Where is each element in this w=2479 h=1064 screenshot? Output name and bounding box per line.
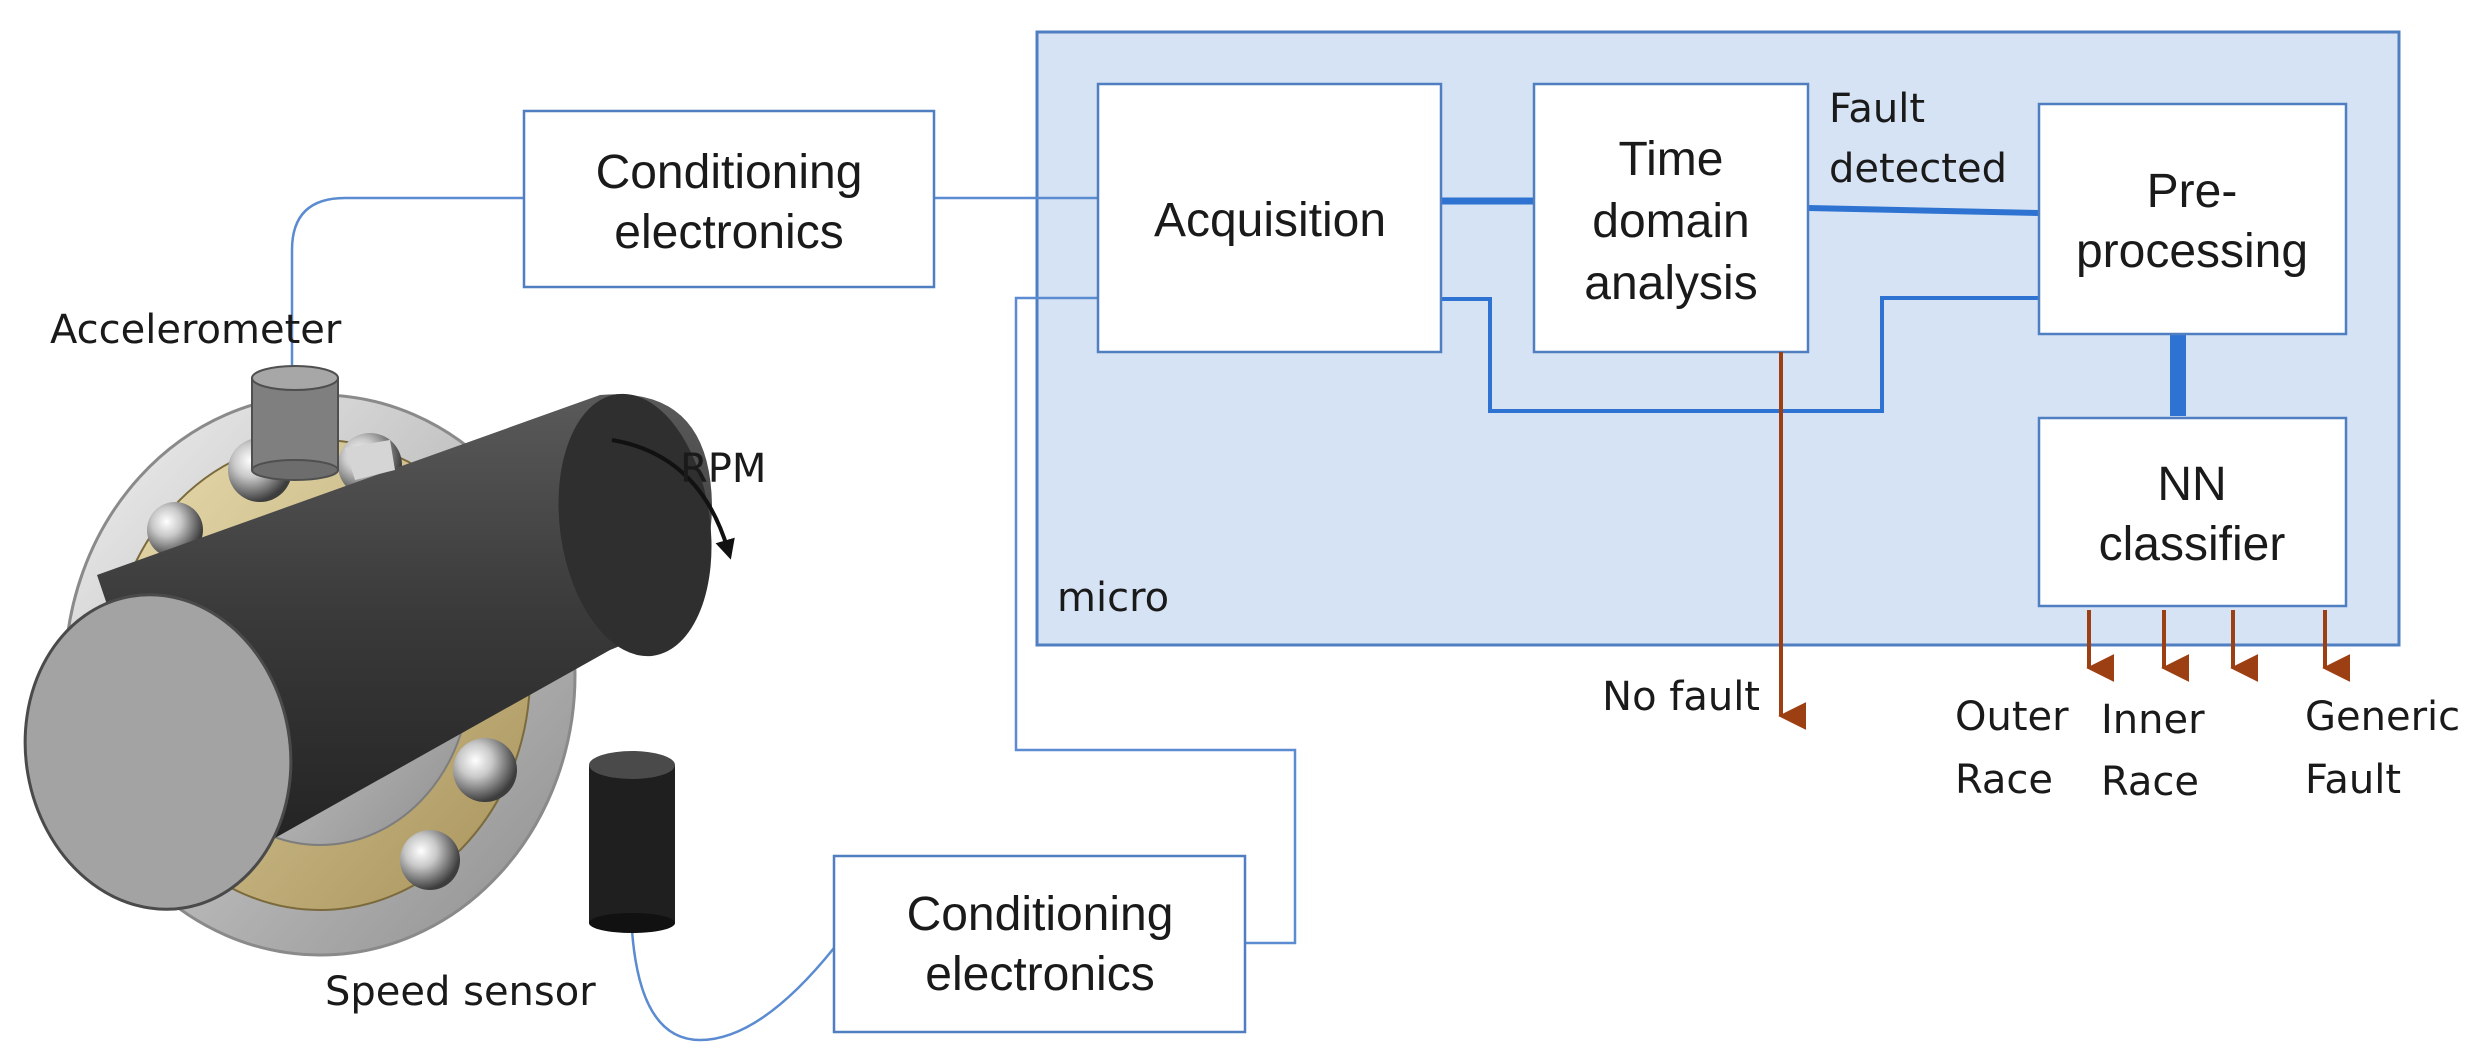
ball: [400, 830, 460, 890]
output-inner-race-line2: Race: [2101, 759, 2199, 805]
speed-sensor-cable: [630, 929, 835, 1042]
acquisition-box: [1096, 82, 1443, 354]
shaft-back-end: [558, 393, 712, 657]
output-outer-race-line1: Outer: [1955, 694, 2069, 740]
shaft-front-face: [23, 593, 293, 911]
output-generic-fault-line2: Fault: [2305, 757, 2401, 803]
speed-sensor: [589, 751, 675, 933]
time-domain-line1: Time: [1619, 133, 1724, 186]
preprocessing-box: [2037, 102, 2348, 336]
fault-detected-line1: Fault: [1829, 86, 1925, 132]
nn-classifier-line1: NN: [2157, 458, 2226, 511]
speed-sensor-label: Speed sensor: [325, 969, 596, 1015]
nn-classifier-line2: classifier: [2099, 518, 2286, 571]
conditioning-top-line2: electronics: [614, 206, 843, 259]
time-domain-line2: domain: [1592, 195, 1749, 248]
rpm-arrow: [611, 438, 735, 560]
rpm-label: RPM: [680, 446, 766, 492]
output-generic-fault-line1: Generic: [2305, 694, 2460, 740]
line-fault-detected: [1807, 205, 2040, 216]
ball: [453, 738, 517, 802]
accelerometer-cable: [290, 196, 524, 372]
conditioning-bottom-line1: Conditioning: [907, 888, 1174, 941]
conditioning-top-line1: Conditioning: [596, 146, 863, 199]
preprocessing-line1: Pre-: [2147, 165, 2238, 218]
time-domain-box: [1532, 82, 1810, 354]
micro-label: micro: [1057, 575, 1169, 621]
acquisition-label: Acquisition: [1154, 194, 1386, 247]
line-bottom-conditioning-to-acquisition: [1014, 296, 1297, 945]
accelerometer: [251, 365, 339, 481]
conditioning-bottom-box: [832, 854, 1247, 1034]
time-domain-line3: analysis: [1584, 257, 1757, 310]
output-inner-race-line1: Inner: [2101, 697, 2205, 743]
no-fault-label: No fault: [1602, 674, 1760, 720]
ring-notch: [345, 440, 395, 480]
line-acquisition-to-preprocessing: [1441, 296, 2039, 413]
fault-detected-line2: detected: [1829, 146, 2007, 192]
output-outer-race-line2: Race: [1955, 757, 2053, 803]
accelerometer-label: Accelerometer: [50, 307, 342, 353]
conditioning-bottom-line2: electronics: [925, 948, 1154, 1001]
conditioning-top-box: [522, 109, 936, 289]
nn-classifier-box: [2037, 416, 2348, 608]
bearing-illustration: [23, 393, 712, 957]
preprocessing-line2: processing: [2076, 225, 2308, 278]
